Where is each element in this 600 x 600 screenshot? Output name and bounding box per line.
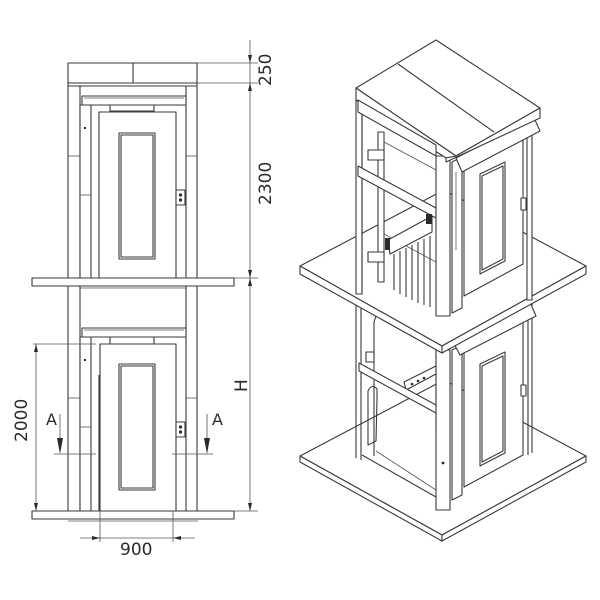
arrow-head xyxy=(248,278,252,286)
section-mark-left: A xyxy=(46,410,57,429)
upper-landing-door xyxy=(98,111,186,279)
isometric-view xyxy=(299,39,587,542)
arrow-head xyxy=(248,503,252,511)
arrow-head xyxy=(34,503,38,511)
iso-upper-cabin xyxy=(355,39,541,317)
lower-landing-door xyxy=(98,343,186,512)
dim-headroom-label: 250 xyxy=(256,54,276,86)
ground-floor-slab xyxy=(31,510,235,522)
arrow-head xyxy=(248,270,252,278)
dimension-lines xyxy=(33,40,258,542)
arrow-head xyxy=(92,536,100,540)
arrow-head xyxy=(173,536,181,540)
dim-door-width-label: 900 xyxy=(120,540,152,560)
section-arrow-right xyxy=(204,438,210,454)
upper-door-lintel xyxy=(81,95,187,112)
iso-folding-gate xyxy=(385,214,433,307)
arrow-head xyxy=(34,344,38,352)
lower-door-lintel xyxy=(81,327,187,345)
section-mark-right: A xyxy=(212,410,223,429)
front-elevation-view xyxy=(31,62,235,522)
section-arrow-left xyxy=(57,438,63,454)
roof-cap xyxy=(67,62,198,87)
dim-door-height-label: 2000 xyxy=(12,399,32,442)
arrow-head xyxy=(248,83,252,91)
arrow-head xyxy=(248,55,252,63)
dim-travel-height-label: H xyxy=(232,379,252,392)
iso-lower-shaft xyxy=(355,300,537,511)
dim-floor-height-label: 2300 xyxy=(256,162,276,205)
intermediate-floor-slab xyxy=(31,277,235,289)
